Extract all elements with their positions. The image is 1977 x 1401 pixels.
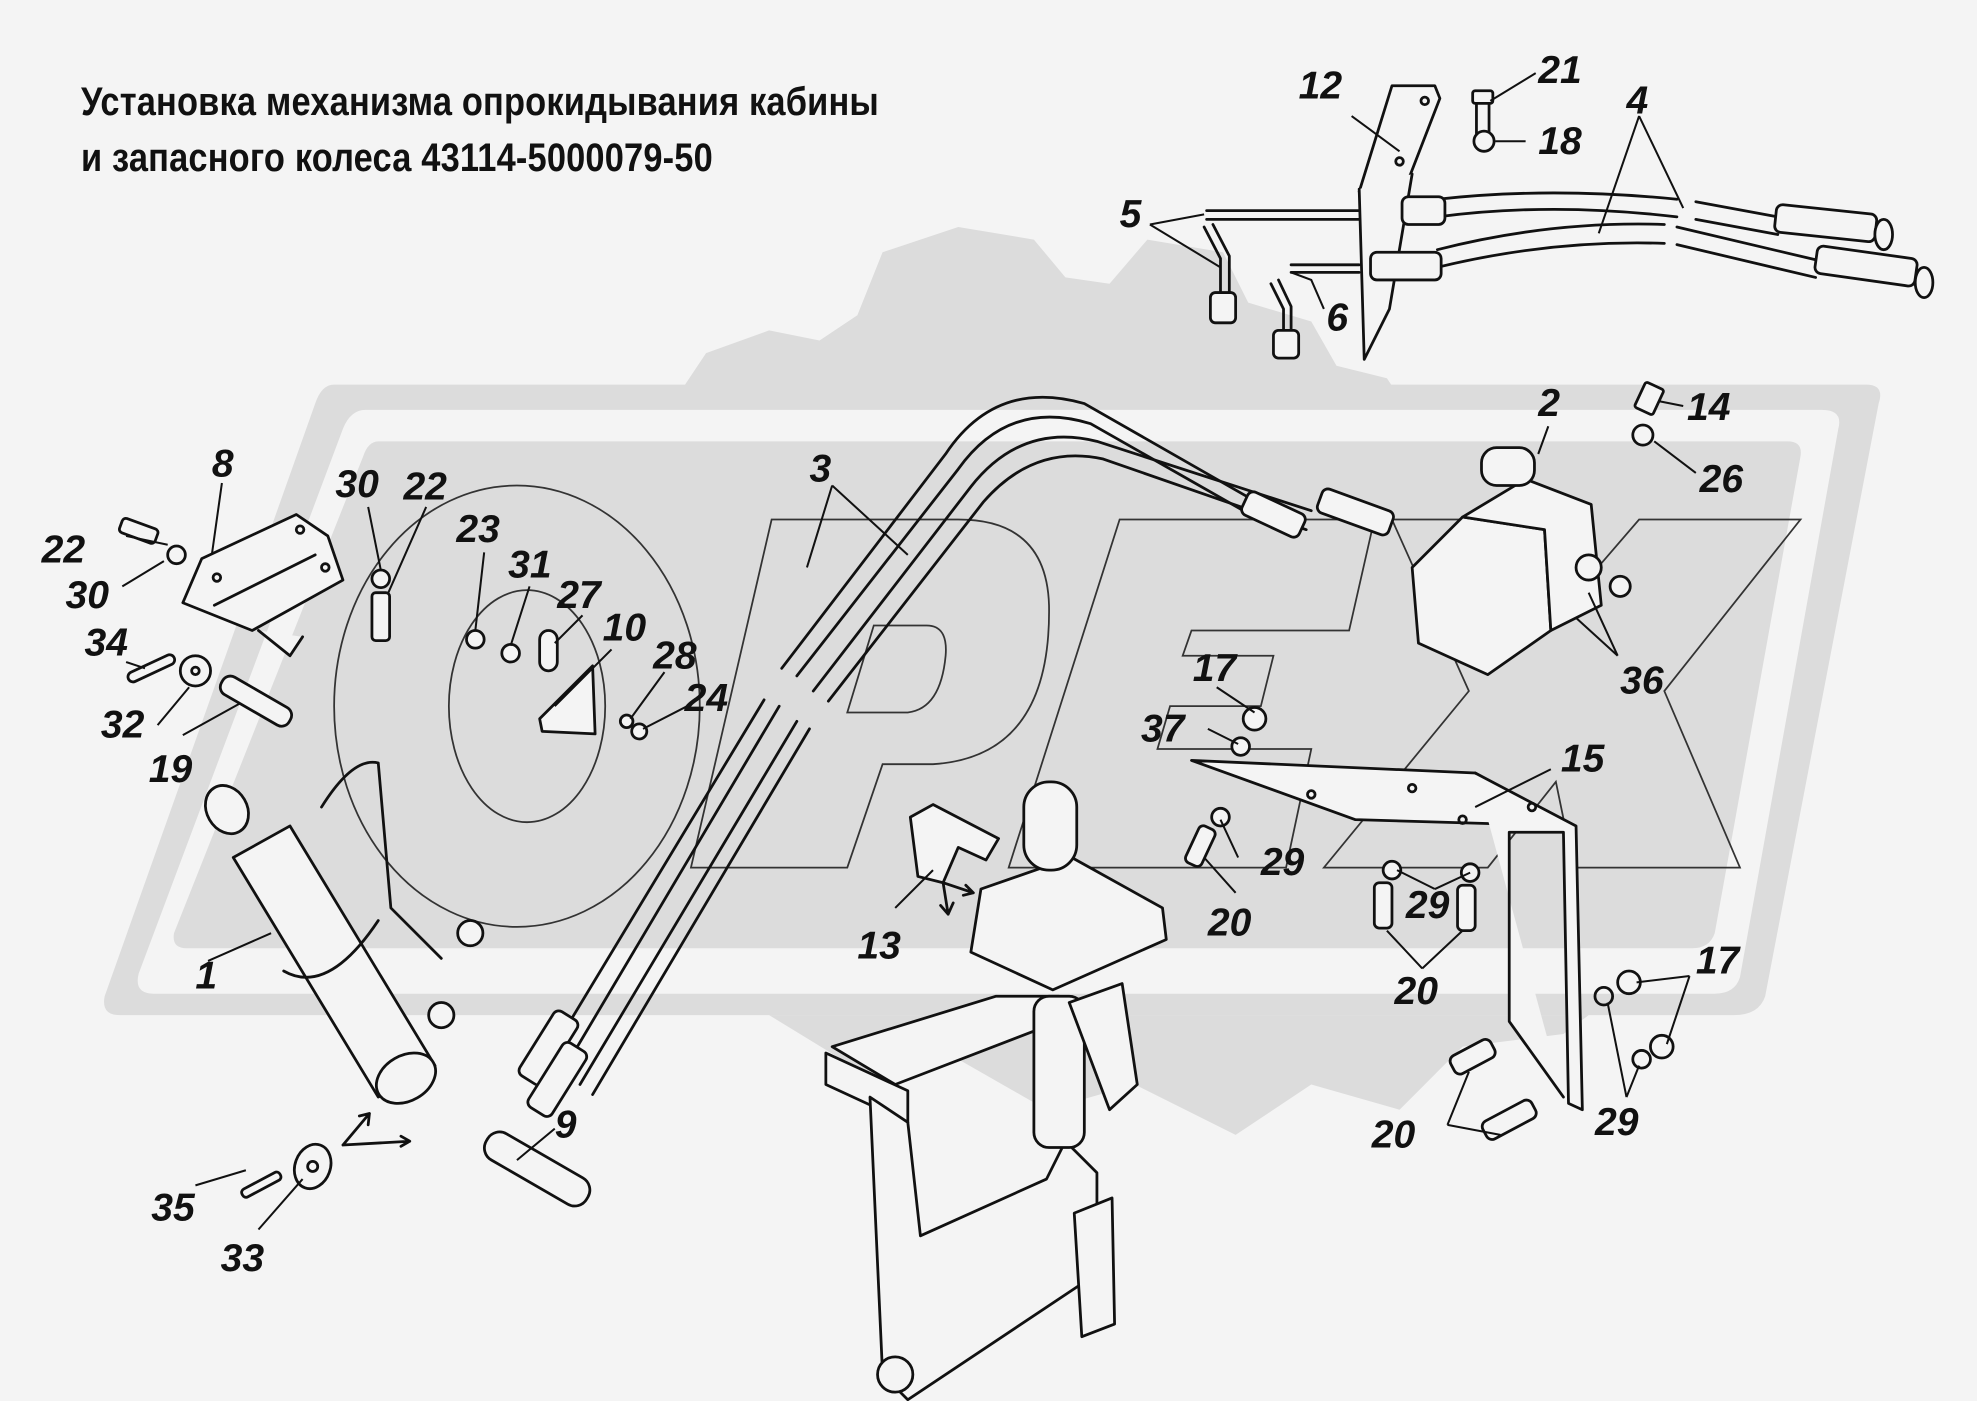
callout-13: 13 bbox=[857, 924, 901, 967]
callout-17-upper: 17 bbox=[1193, 647, 1239, 690]
leader-lines bbox=[121, 72, 1697, 1231]
callout-labels: 1 2 3 4 5 6 8 9 10 12 13 14 15 17 17 18 … bbox=[41, 49, 1744, 1280]
callout-8: 8 bbox=[212, 443, 234, 486]
part-3-hoses bbox=[517, 395, 1395, 1118]
callout-22-top: 22 bbox=[402, 465, 447, 508]
part-15-bracket bbox=[1190, 759, 1584, 1112]
part-24-nut bbox=[630, 722, 649, 741]
callout-28: 28 bbox=[652, 634, 697, 677]
direction-arrows-left bbox=[341, 1112, 412, 1148]
callout-20-c: 20 bbox=[1371, 1114, 1416, 1157]
callout-20-b: 20 bbox=[1393, 970, 1438, 1013]
part-23-screw bbox=[465, 629, 486, 650]
part-33-washer bbox=[292, 1142, 333, 1191]
callout-2: 2 bbox=[1537, 382, 1560, 425]
part-19-pin bbox=[218, 674, 294, 728]
part-6-tube bbox=[1269, 263, 1361, 360]
callout-5: 5 bbox=[1120, 193, 1143, 236]
callout-3: 3 bbox=[809, 448, 831, 491]
part-32-washer bbox=[178, 654, 212, 688]
part-34-cotter-pin bbox=[126, 653, 177, 684]
part-18-nut bbox=[1472, 129, 1496, 153]
watermark-letter-p bbox=[689, 518, 1050, 869]
part-22-bolt-left bbox=[118, 516, 160, 545]
callout-23: 23 bbox=[455, 508, 500, 551]
title-line-2: и запасного колеса 43114-5000079-50 bbox=[81, 136, 713, 180]
callout-36: 36 bbox=[1620, 660, 1664, 703]
diagram-title: Установка механизма опрокидывания кабины… bbox=[81, 74, 879, 186]
title-line-1: Установка механизма опрокидывания кабины bbox=[81, 80, 879, 124]
callout-34: 34 bbox=[84, 622, 128, 665]
callout-22-left: 22 bbox=[41, 528, 86, 571]
part-30-washer-left bbox=[166, 544, 187, 566]
callout-4: 4 bbox=[1625, 79, 1648, 122]
callout-35: 35 bbox=[151, 1187, 196, 1230]
callout-14: 14 bbox=[1687, 386, 1731, 429]
part-37-washer bbox=[1230, 736, 1251, 757]
part-17-nut-upper bbox=[1241, 706, 1268, 732]
part-13-clip bbox=[908, 803, 1000, 885]
callout-6: 6 bbox=[1326, 296, 1348, 339]
part-30-washer-top bbox=[370, 568, 391, 590]
part-20-bolt-a bbox=[1184, 824, 1217, 868]
callout-30-left: 30 bbox=[66, 574, 110, 617]
callout-32: 32 bbox=[101, 704, 145, 747]
callout-31: 31 bbox=[508, 544, 551, 587]
callout-19: 19 bbox=[149, 748, 193, 791]
callout-29-c: 29 bbox=[1594, 1101, 1639, 1144]
callout-37: 37 bbox=[1141, 707, 1187, 750]
part-20-bolt-b bbox=[1372, 881, 1477, 933]
part-22-bolt-top bbox=[370, 591, 391, 642]
part-10-plate bbox=[538, 664, 597, 736]
direction-arrows-center bbox=[939, 881, 975, 916]
part-2-pump bbox=[1410, 446, 1632, 677]
callout-9: 9 bbox=[555, 1103, 577, 1146]
callout-33: 33 bbox=[221, 1237, 265, 1280]
part-29-washer-a bbox=[1210, 806, 1231, 828]
spare-wheel-carrier bbox=[824, 780, 1168, 1401]
part-31-nut bbox=[500, 642, 521, 664]
part-4-hoses bbox=[1369, 191, 1935, 299]
callout-26: 26 bbox=[1699, 458, 1744, 501]
part-26-washer bbox=[1631, 423, 1655, 447]
callout-17-lower: 17 bbox=[1696, 940, 1742, 983]
part-5-tube bbox=[1202, 209, 1361, 325]
part-9-pin bbox=[483, 1130, 592, 1208]
part-29-washer-c bbox=[1593, 985, 1652, 1070]
callout-29-b: 29 bbox=[1405, 884, 1450, 927]
callout-30-top: 30 bbox=[335, 463, 379, 506]
callout-10: 10 bbox=[603, 607, 647, 650]
callout-29-a: 29 bbox=[1260, 841, 1305, 884]
watermark-letter-e bbox=[1007, 518, 1376, 869]
part-27-clamp bbox=[538, 629, 559, 673]
part-1-cylinder bbox=[204, 760, 485, 1105]
callout-27: 27 bbox=[556, 574, 603, 617]
part-8-bracket bbox=[181, 513, 345, 658]
callout-1: 1 bbox=[195, 955, 217, 998]
part-35-cotter-pin bbox=[240, 1170, 283, 1199]
callout-21: 21 bbox=[1537, 49, 1581, 92]
callout-18: 18 bbox=[1538, 120, 1582, 163]
part-21-bolt bbox=[1471, 89, 1495, 136]
callout-20-a: 20 bbox=[1207, 902, 1252, 945]
watermark-letter-o bbox=[333, 484, 701, 928]
callout-24: 24 bbox=[684, 677, 729, 720]
callout-15: 15 bbox=[1561, 738, 1606, 781]
part-14-bolt bbox=[1633, 381, 1665, 416]
callout-12: 12 bbox=[1299, 64, 1343, 107]
